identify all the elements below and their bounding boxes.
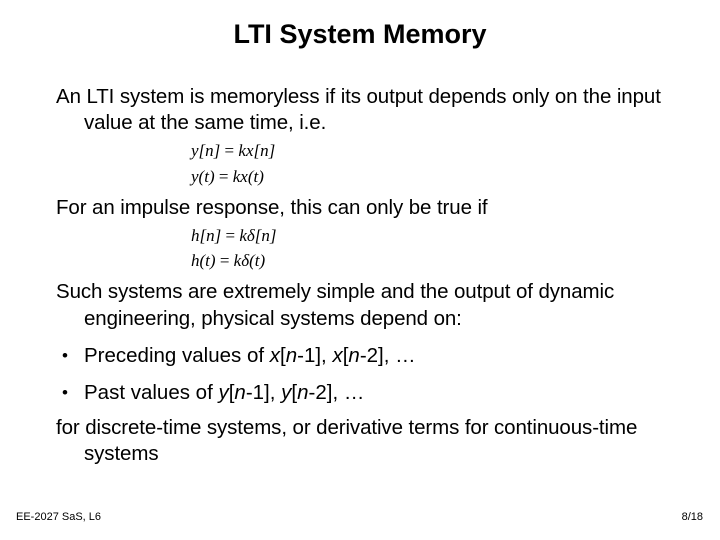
- paragraph-memoryless-definition: An LTI system is memoryless if its outpu…: [56, 85, 661, 135]
- equation-group-impulse: h[n] = kδ[n] h(t) = kδ(t): [56, 223, 664, 273]
- footer-course-label: EE-2027 SaS, L6: [16, 511, 102, 523]
- equation-y-t: y(t) = kx(t): [191, 166, 264, 186]
- paragraph-impulse-response: For an impulse response, this can only b…: [56, 195, 488, 219]
- paragraph-discrete-continuous: for discrete-time systems, or derivative…: [56, 416, 638, 466]
- list-item: • Past values of y[n-1], y[n-2], …: [56, 380, 664, 407]
- paragraph-dynamic-systems: Such systems are extremely simple and th…: [56, 280, 615, 330]
- slide-body: An LTI system is memoryless if its outpu…: [56, 84, 664, 468]
- footer-page-number: 8/18: [681, 511, 703, 523]
- bullet-text-preceding-values: Preceding values of x[n-1], x[n-2], …: [84, 343, 416, 367]
- bullet-dot-icon: •: [62, 345, 68, 365]
- bullet-dot-icon: •: [62, 383, 68, 403]
- equation-h-t: h(t) = kδ(t): [191, 251, 266, 271]
- list-item: • Preceding values of x[n-1], x[n-2], …: [56, 343, 664, 370]
- page-title: LTI System Memory: [233, 19, 487, 49]
- bullet-text-past-values: Past values of y[n-1], y[n-2], …: [84, 381, 365, 405]
- equation-group-memoryless: y[n] = kx[n] y(t) = kx(t): [56, 138, 664, 188]
- equation-h-n: h[n] = kδ[n]: [191, 226, 277, 246]
- equation-y-n: y[n] = kx[n]: [191, 141, 276, 161]
